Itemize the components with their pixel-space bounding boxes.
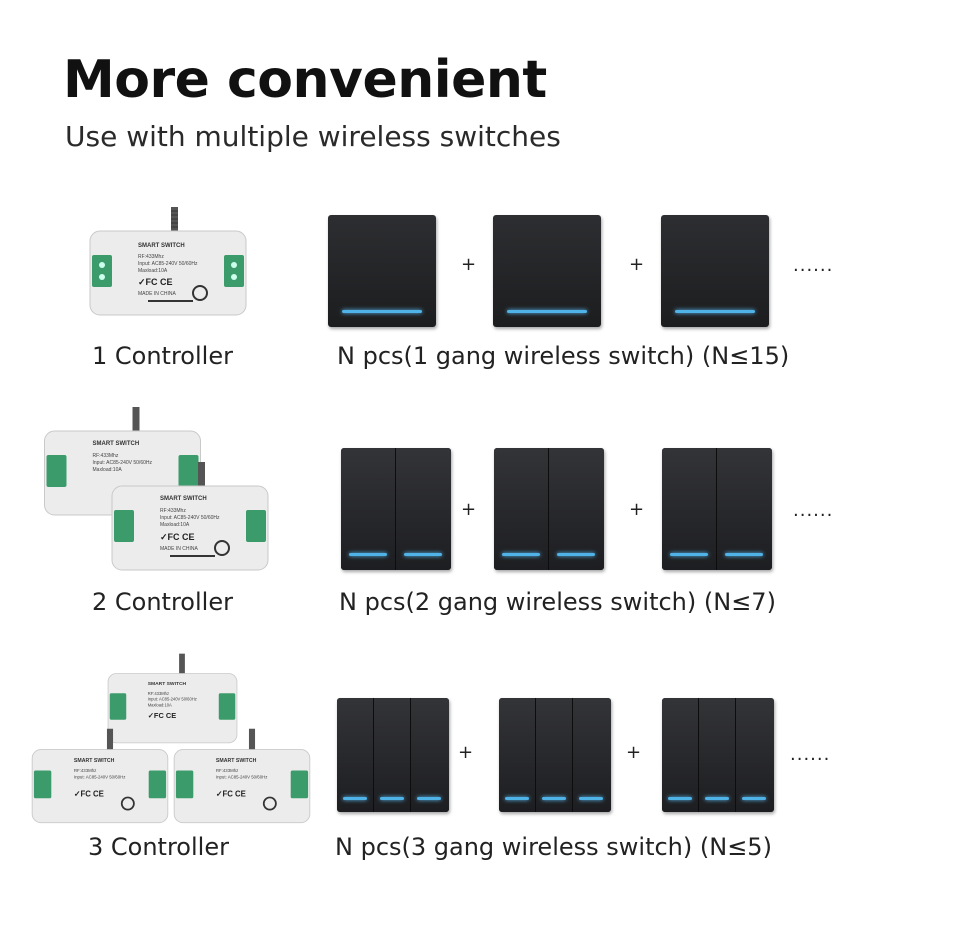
ellipsis: ......: [790, 744, 831, 765]
module-input: Input: AC85-240V 50/60Hz: [93, 460, 153, 466]
switch-label: N pcs(1 gang wireless switch) (N≤15): [337, 342, 790, 370]
led-indicator: [380, 797, 404, 800]
controller-module: SMART SWITCH RF:433Mhz Input: AC85-240V …: [31, 728, 169, 824]
led-indicator: [502, 553, 540, 556]
led-indicator: [579, 797, 603, 800]
svg-text:✓FC CE: ✓FC CE: [216, 790, 246, 799]
switch-gang: [549, 448, 604, 570]
module-rf: RF:433Mhz: [93, 453, 119, 459]
led-indicator: [725, 553, 763, 556]
switch-gang: [396, 448, 451, 570]
switch-gang: [494, 448, 549, 570]
module-rf: RF:433Mhz: [74, 768, 96, 773]
led-indicator: [505, 797, 529, 800]
switch-gang: [499, 698, 536, 812]
controller-module: SMART SWITCH RF:433Mhz Input: AC85-240V …: [89, 207, 247, 316]
module-made: MADE IN CHINA: [160, 546, 198, 552]
wireless-switch-3gang: [662, 698, 774, 812]
module-maxload: Maxload:10A: [160, 522, 190, 528]
module-rf: RF:433Mhz: [216, 768, 238, 773]
led-indicator: [404, 553, 442, 556]
module-maxload: Maxload:10A: [148, 703, 172, 708]
plus-sign: +: [629, 254, 645, 275]
ellipsis: ......: [793, 500, 834, 521]
switch-gang: [374, 698, 411, 812]
svg-text:✓FC CE: ✓FC CE: [74, 790, 104, 799]
switch-gang: [662, 698, 699, 812]
wireless-switch-2gang: [494, 448, 604, 570]
led-indicator: [343, 797, 367, 800]
module-brand: SMART SWITCH: [138, 243, 185, 249]
svg-text:✓FC CE: ✓FC CE: [148, 711, 177, 720]
wireless-switch-2gang: [662, 448, 772, 570]
wireless-switch-2gang: [341, 448, 451, 570]
switch-gang: [717, 448, 772, 570]
led-indicator: [742, 797, 766, 800]
switch-gang: [536, 698, 573, 812]
module-rf: RF:433Mhz: [148, 691, 169, 696]
wireless-switch-1gang: [328, 215, 436, 327]
ellipsis: ......: [793, 255, 834, 276]
module-brand: SMART SWITCH: [148, 681, 187, 687]
switch-gang: [411, 698, 449, 812]
switch-gang: [699, 698, 736, 812]
wireless-switch-3gang: [499, 698, 611, 812]
module-input: Input: AC85-240V 50/60Hz: [148, 697, 197, 702]
plus-sign: +: [458, 742, 474, 763]
module-brand: SMART SWITCH: [216, 758, 257, 764]
module-maxload: Maxload:10A: [138, 268, 168, 274]
led-indicator: [507, 310, 587, 313]
controller-label: 2 Controller: [92, 588, 233, 616]
switch-label: N pcs(3 gang wireless switch) (N≤5): [335, 833, 772, 861]
led-indicator: [557, 553, 595, 556]
controller-module: SMART SWITCH RF:433Mhz Input: AC85-240V …: [107, 653, 238, 744]
switch-gang: [662, 448, 717, 570]
module-input: Input: AC85-240V 50/60Hz: [216, 774, 268, 779]
controller-label: 3 Controller: [88, 833, 229, 861]
led-indicator: [675, 310, 755, 313]
page-title: More convenient: [63, 50, 547, 110]
module-input: Input: AC85-240V 50/60Hz: [74, 774, 126, 779]
svg-text:✓FC CE: ✓FC CE: [160, 532, 195, 542]
switch-gang: [341, 448, 396, 570]
plus-sign: +: [461, 254, 477, 275]
module-rf: RF:433Mhz: [160, 508, 186, 514]
module-brand: SMART SWITCH: [160, 496, 207, 502]
led-indicator: [349, 553, 387, 556]
switch-label: N pcs(2 gang wireless switch) (N≤7): [339, 588, 776, 616]
led-indicator: [670, 553, 708, 556]
plus-sign: +: [626, 742, 642, 763]
module-rf: RF:433Mhz: [138, 254, 164, 260]
module-brand: SMART SWITCH: [93, 441, 140, 447]
svg-text:✓FC CE: ✓FC CE: [138, 277, 173, 287]
module-input: Input: AC85-240V 50/60Hz: [160, 515, 220, 521]
antenna-coil: [171, 207, 178, 233]
module-input: Input: AC85-240V 50/60Hz: [138, 261, 198, 267]
switch-gang: [736, 698, 774, 812]
module-maxload: Maxload:10A: [93, 467, 123, 473]
controller-label: 1 Controller: [92, 342, 233, 370]
wireless-switch-1gang: [661, 215, 769, 327]
led-indicator: [417, 797, 441, 800]
led-indicator: [342, 310, 422, 313]
switch-gang: [573, 698, 611, 812]
plus-sign: +: [461, 499, 477, 520]
module-made: MADE IN CHINA: [138, 291, 176, 297]
led-indicator: [542, 797, 566, 800]
wireless-switch-3gang: [337, 698, 449, 812]
plus-sign: +: [629, 499, 645, 520]
led-indicator: [668, 797, 692, 800]
controller-module: SMART SWITCH RF:433Mhz Input: AC85-240V …: [111, 462, 269, 571]
module-brand: SMART SWITCH: [74, 758, 115, 764]
switch-gang: [337, 698, 374, 812]
led-indicator: [705, 797, 729, 800]
page-subtitle: Use with multiple wireless switches: [65, 120, 561, 153]
wireless-switch-1gang: [493, 215, 601, 327]
controller-module: SMART SWITCH RF:433Mhz Input: AC85-240V …: [173, 728, 311, 824]
